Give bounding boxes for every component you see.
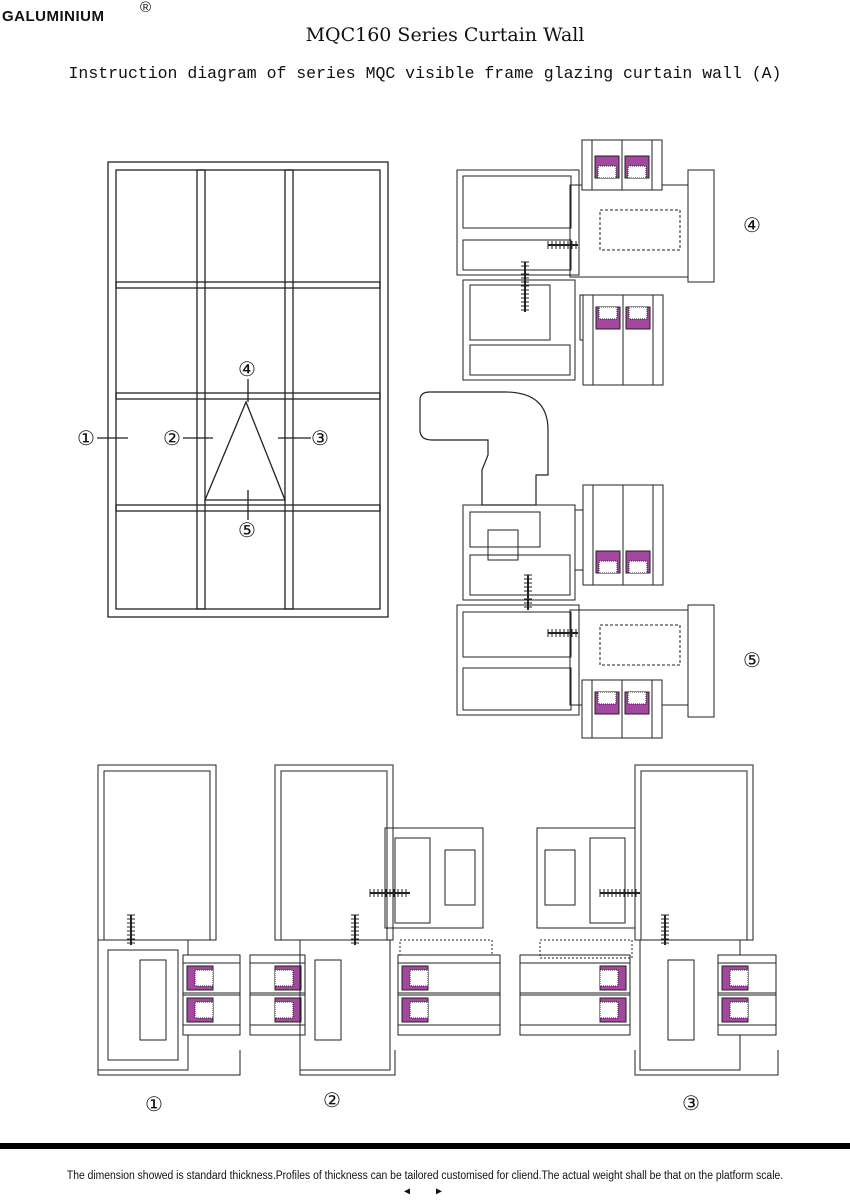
detail-section-5	[456, 484, 715, 739]
logo-text: GALUMINIUM	[2, 8, 105, 25]
detail-label-4: ④	[743, 213, 761, 237]
elevation-label-2: ②	[163, 426, 181, 450]
elevation-label-4: ④	[238, 357, 256, 381]
elevation-label-3: ③	[311, 426, 329, 450]
detail-label-5: ⑤	[743, 648, 761, 672]
footer-note: The dimension showed is standard thickne…	[66, 1170, 784, 1182]
page-title: MQC160 Series Curtain Wall	[305, 24, 585, 46]
registered-mark: ®	[140, 0, 152, 16]
next-page-icon[interactable]: ▶	[436, 1186, 443, 1197]
horizontal-section-3	[519, 764, 779, 1076]
brand-logo: GALUMINIUM ®	[2, 0, 151, 25]
section-label-2: ②	[323, 1088, 341, 1112]
prev-page-icon[interactable]: ◀	[404, 1186, 411, 1197]
section-label-1: ①	[145, 1092, 163, 1116]
page-subtitle: Instruction diagram of series MQC visibl…	[68, 64, 782, 83]
horizontal-section-2	[249, 764, 501, 1076]
footer-divider	[0, 1143, 850, 1149]
elevation-label-5: ⑤	[238, 518, 256, 542]
horizontal-section-1	[97, 764, 241, 1076]
section-label-3: ③	[682, 1091, 700, 1115]
elevation-label-1: ①	[77, 426, 95, 450]
detail-section-4	[456, 139, 715, 386]
elevation-grid	[97, 161, 389, 618]
handle-detail	[419, 391, 549, 506]
